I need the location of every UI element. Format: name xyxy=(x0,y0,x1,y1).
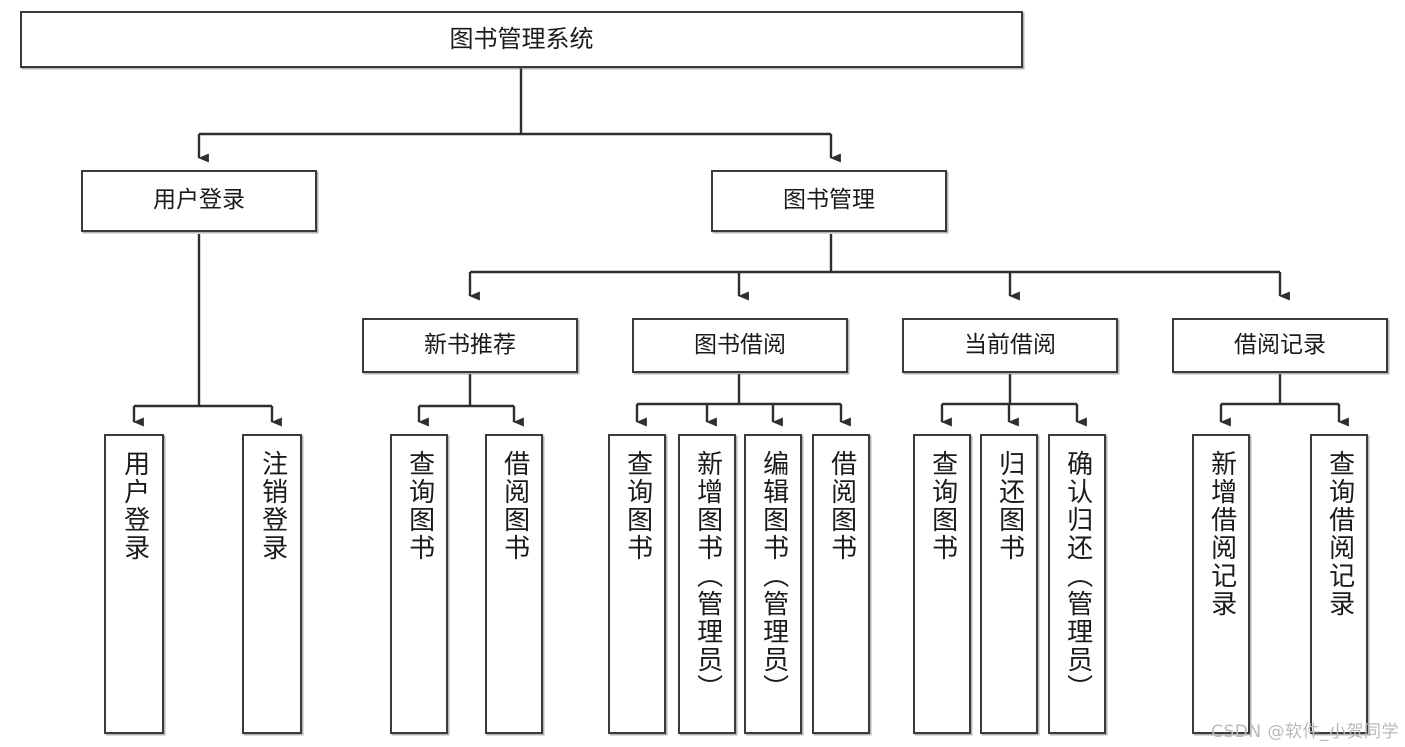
node-user-login[interactable]: 用户登录 xyxy=(81,170,317,232)
leaf-borrow-book[interactable]: 借阅图书 xyxy=(812,434,870,734)
node-label: 查询图书 xyxy=(622,450,653,562)
node-label: 注销登录 xyxy=(257,450,288,562)
leaf-user-login[interactable]: 用户登录 xyxy=(104,434,164,734)
node-label: 当前借阅 xyxy=(964,331,1056,358)
node-new-book-recommend[interactable]: 新书推荐 xyxy=(362,318,578,373)
node-book-borrow[interactable]: 图书借阅 xyxy=(632,318,848,373)
node-label: 新增借阅记录 xyxy=(1206,450,1237,618)
leaf-logout-login[interactable]: 注销登录 xyxy=(242,434,302,734)
leaf-query-book-borrow[interactable]: 查询图书 xyxy=(608,434,666,734)
node-label: 编辑图书（管理员） xyxy=(758,450,789,702)
leaf-add-borrow-record[interactable]: 新增借阅记录 xyxy=(1192,434,1250,734)
node-label: 借阅图书 xyxy=(499,450,530,562)
node-label: 图书管理 xyxy=(783,187,875,214)
node-label: 借阅图书 xyxy=(826,450,857,562)
node-borrow-record[interactable]: 借阅记录 xyxy=(1172,318,1388,373)
node-current-borrow[interactable]: 当前借阅 xyxy=(902,318,1118,373)
leaf-borrow-book-recommend[interactable]: 借阅图书 xyxy=(485,434,543,734)
node-label: 图书借阅 xyxy=(694,331,786,358)
node-label: 归还图书 xyxy=(994,450,1025,562)
node-label: 确认归还（管理员） xyxy=(1062,450,1093,702)
node-label: 查询图书 xyxy=(927,450,958,562)
node-label: 用户登录 xyxy=(153,187,245,214)
node-label: 新增图书（管理员） xyxy=(692,450,723,702)
leaf-query-book-recommend[interactable]: 查询图书 xyxy=(390,434,448,734)
leaf-add-book-admin[interactable]: 新增图书（管理员） xyxy=(678,434,736,734)
node-label: 图书管理系统 xyxy=(449,25,594,54)
node-label: 用户登录 xyxy=(119,450,150,562)
node-label: 借阅记录 xyxy=(1234,331,1326,358)
leaf-query-book-current[interactable]: 查询图书 xyxy=(913,434,971,734)
node-label: 查询借阅记录 xyxy=(1324,450,1355,618)
leaf-confirm-return-admin[interactable]: 确认归还（管理员） xyxy=(1048,434,1106,734)
node-label: 新书推荐 xyxy=(424,331,516,358)
node-label: 查询图书 xyxy=(404,450,435,562)
leaf-return-book[interactable]: 归还图书 xyxy=(980,434,1038,734)
leaf-edit-book-admin[interactable]: 编辑图书（管理员） xyxy=(744,434,802,734)
node-root-system[interactable]: 图书管理系统 xyxy=(20,11,1023,68)
node-book-manage[interactable]: 图书管理 xyxy=(711,170,947,232)
leaf-query-borrow-record[interactable]: 查询借阅记录 xyxy=(1310,434,1368,734)
watermark: CSDN @软件_小贺同学 xyxy=(1211,722,1399,742)
